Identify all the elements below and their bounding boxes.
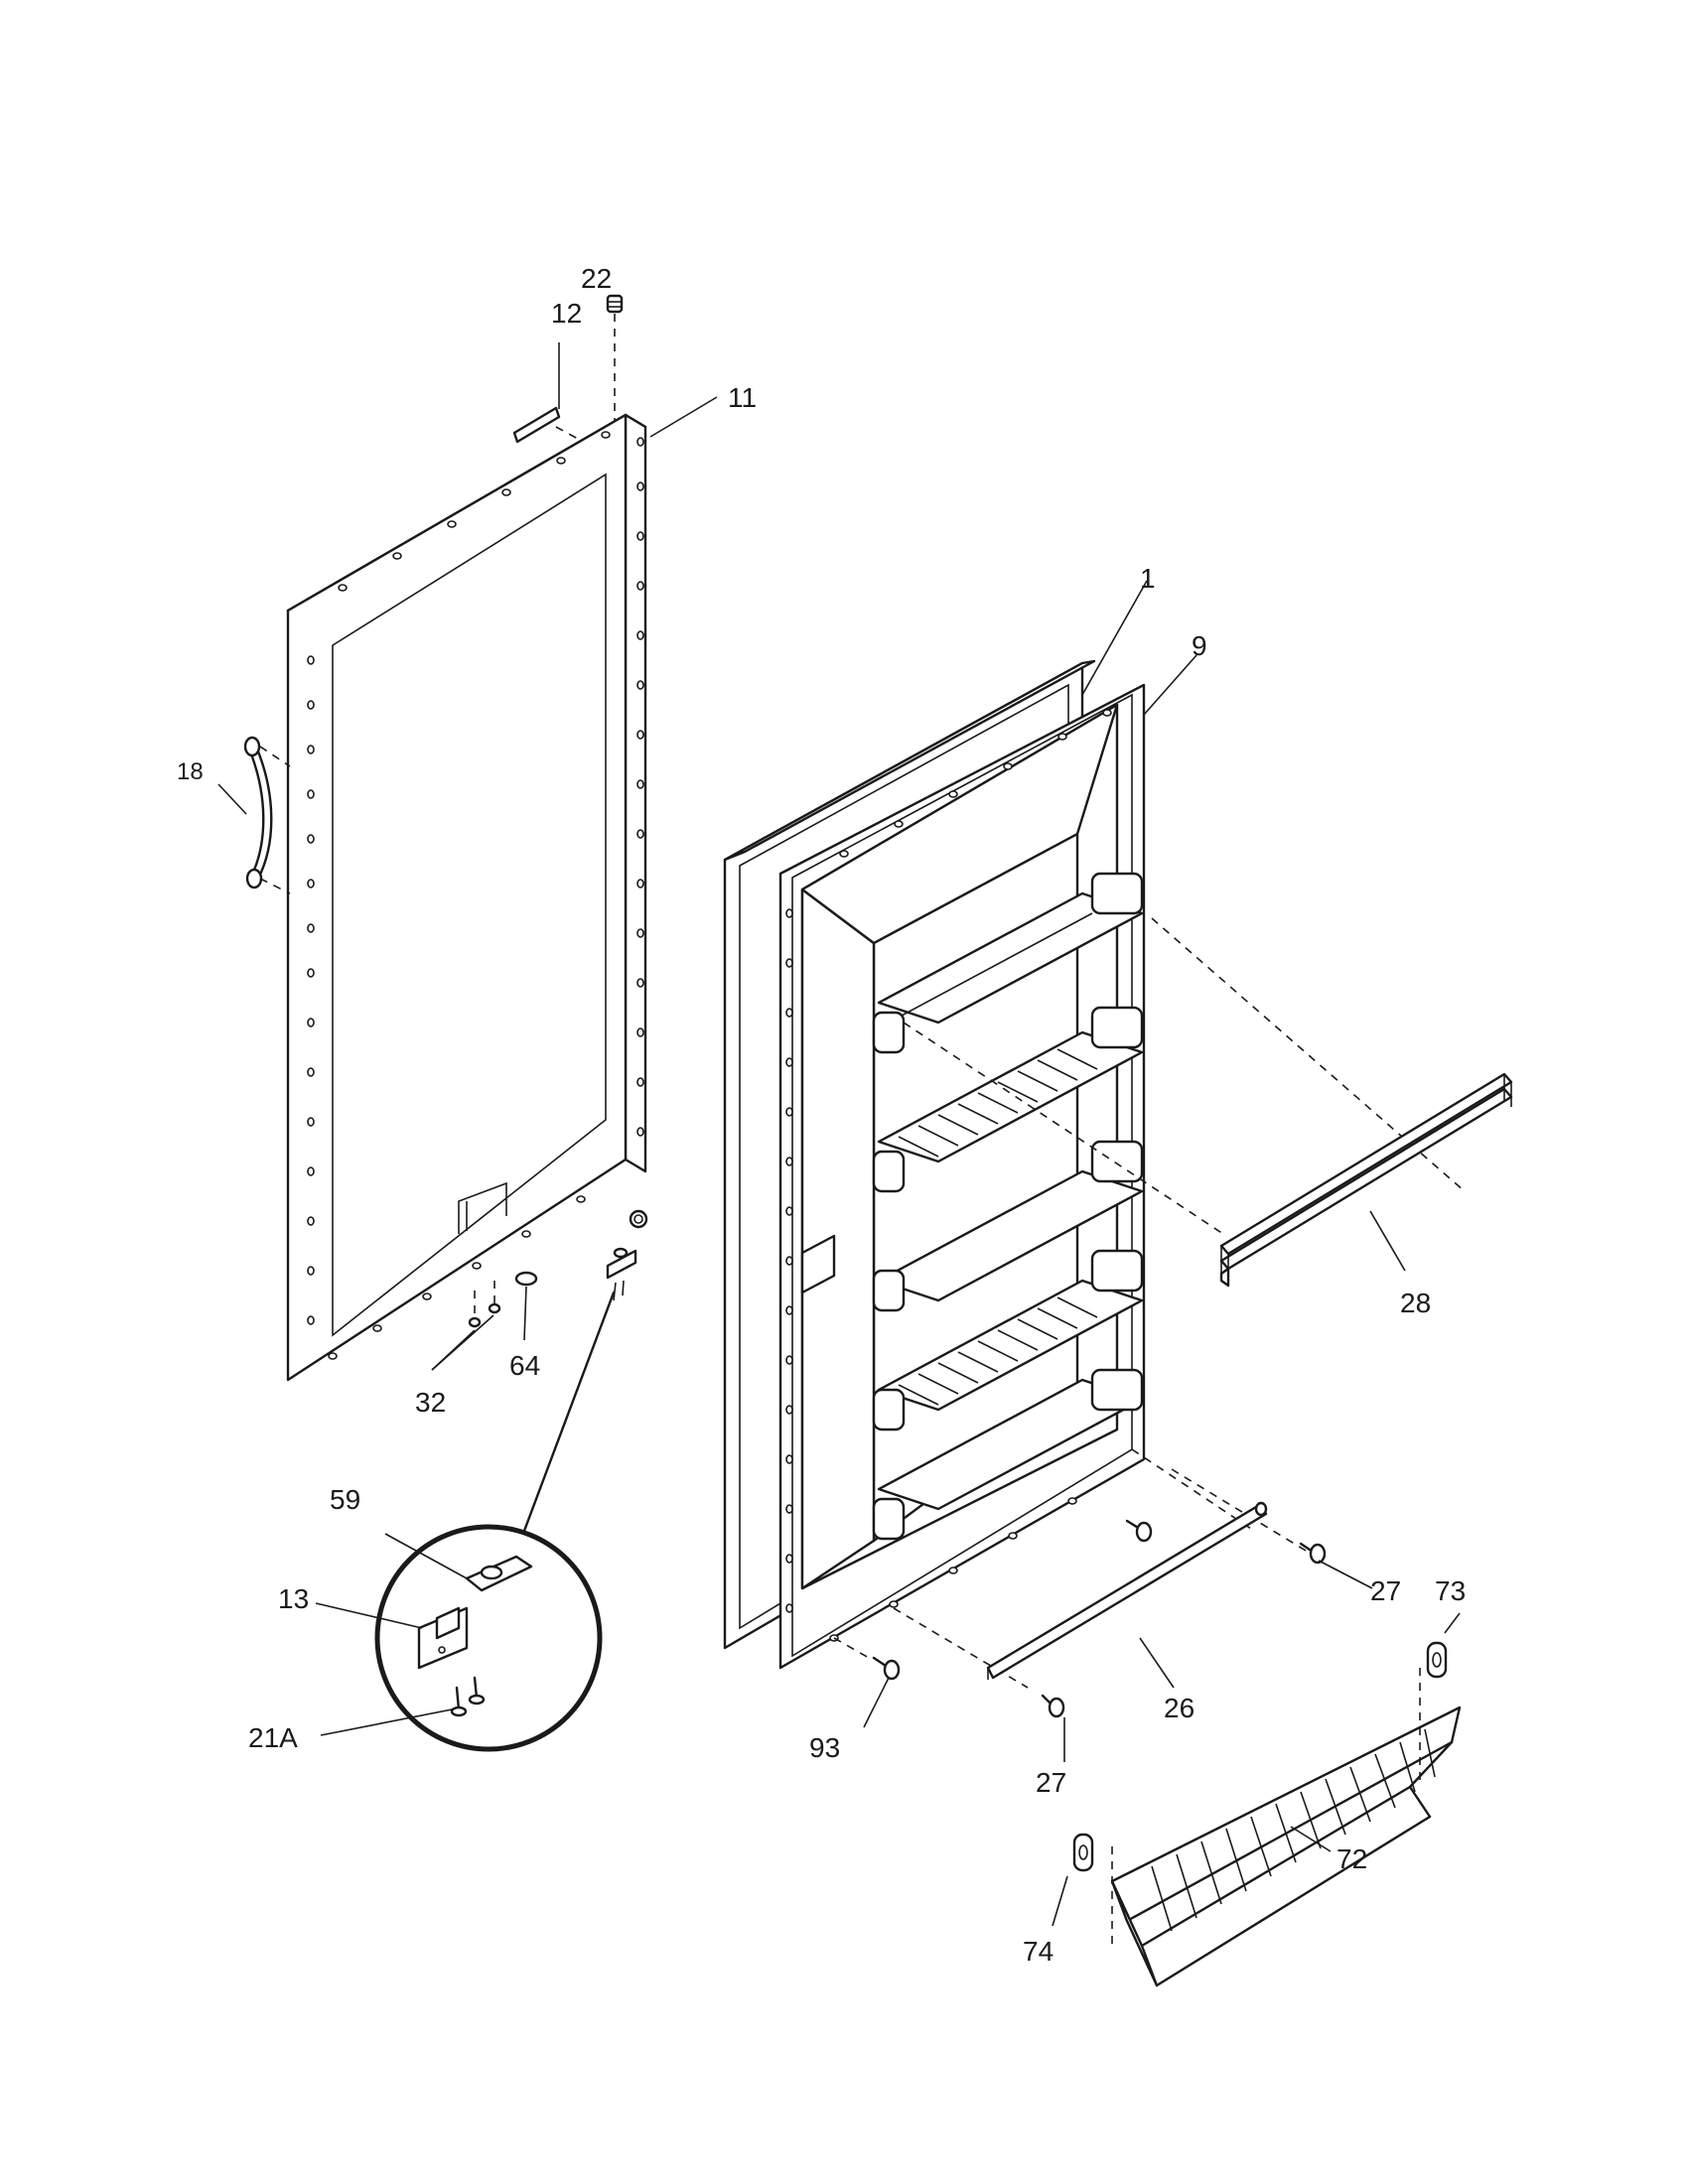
door-shelves — [872, 872, 1144, 1541]
push-pin-parts — [872, 1519, 1327, 1718]
plug-part — [606, 294, 624, 422]
lower-hinge-parts — [468, 1209, 648, 1541]
callout-26: 26 — [1164, 1693, 1195, 1723]
shelf-2-ribs — [898, 1048, 1098, 1158]
callout-59: 59 — [330, 1484, 360, 1515]
basket-wires — [1151, 1728, 1436, 1932]
callout-12: 12 — [551, 298, 582, 329]
callout-73: 73 — [1435, 1575, 1466, 1606]
callout-28: 28 — [1400, 1288, 1431, 1318]
shelf-rail-part — [1219, 1072, 1513, 1288]
outer-door-panel — [286, 413, 647, 1382]
panel-screw-holes — [307, 431, 644, 1360]
callout-11: 11 — [728, 382, 757, 413]
callout-9: 9 — [1192, 630, 1207, 661]
door-handle-part — [243, 736, 291, 894]
callout-64: 64 — [509, 1350, 540, 1381]
basket-clip-right-part — [1426, 1641, 1448, 1679]
retainer-rod-part — [986, 1501, 1268, 1680]
callout-labels: 22 12 11 18 1 9 28 32 64 59 13 21A 27 27… — [177, 263, 1466, 1967]
label-plate-part — [512, 342, 579, 444]
hinge-detail-circle — [374, 1524, 603, 1752]
callout-93: 93 — [809, 1732, 840, 1763]
leader-lines — [217, 396, 1461, 1927]
door-basket-part — [1110, 1668, 1462, 1987]
callout-13: 13 — [278, 1583, 309, 1614]
callout-27-lower: 27 — [1036, 1767, 1066, 1798]
callout-21A: 21A — [248, 1722, 298, 1753]
callout-22: 22 — [581, 263, 612, 294]
callout-32: 32 — [415, 1387, 446, 1418]
shelf-4-ribs — [898, 1297, 1098, 1406]
callout-72: 72 — [1336, 1843, 1367, 1874]
door-liner-assembly — [723, 659, 1146, 1670]
liner-screw-holes — [785, 709, 1112, 1642]
callout-74: 74 — [1023, 1936, 1054, 1967]
callout-27-upper: 27 — [1370, 1575, 1401, 1606]
callout-1: 1 — [1140, 563, 1156, 594]
callout-18: 18 — [177, 758, 204, 785]
basket-clip-left-part — [1072, 1833, 1094, 1872]
